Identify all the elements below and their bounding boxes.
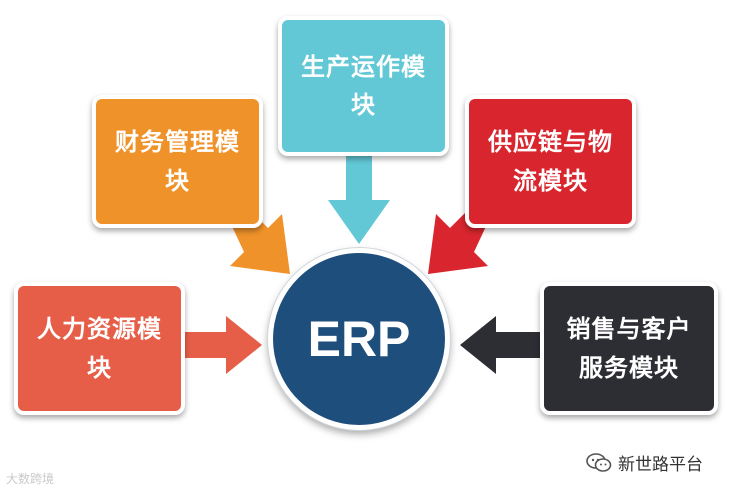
erp-center-circle: ERP (268, 248, 450, 430)
module-box-production: 生产运作模 块 (278, 16, 449, 156)
module-box-sales: 销售与客户 服务模块 (540, 282, 718, 415)
module-finance-line1: 财务管理模 (115, 128, 240, 157)
module-box-supply-chain: 供应链与物 流模块 (465, 95, 636, 228)
module-box-finance: 财务管理模 块 (92, 95, 263, 228)
watermark-left-text: 大数跨境 (6, 472, 55, 486)
wechat-icon (586, 452, 612, 472)
watermark-right: 新世路平台 (586, 450, 703, 475)
arrow-shengchan-to-erp (328, 152, 390, 244)
arrow-xiaoshou-to-erp (460, 316, 542, 374)
module-sales-line1: 销售与客户 (566, 315, 692, 344)
erp-label: ERP (307, 311, 411, 367)
module-production-line2: 块 (351, 91, 376, 119)
module-finance-line2: 块 (165, 166, 190, 195)
module-supply-line1: 供应链与物 (488, 128, 613, 157)
module-sales-line2: 服务模块 (579, 353, 679, 382)
watermark-left: 大数跨境 (6, 470, 54, 487)
module-hr-line2: 块 (87, 353, 112, 382)
module-supply-line2: 流模块 (513, 166, 588, 195)
arrow-renli-to-erp (180, 316, 262, 374)
module-production-line1: 生产运作模 (301, 52, 426, 81)
module-box-hr: 人力资源模 块 (14, 282, 185, 415)
module-hr-line1: 人力资源模 (37, 315, 162, 344)
watermark-right-text: 新世路平台 (618, 455, 703, 475)
